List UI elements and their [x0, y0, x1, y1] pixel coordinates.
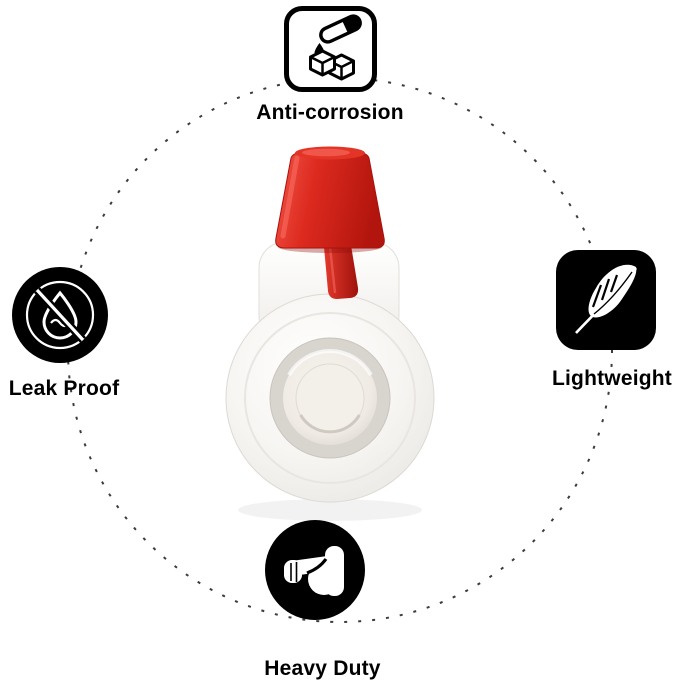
leak-proof-icon	[12, 267, 108, 363]
test-tube	[319, 14, 362, 44]
leak-proof-icon-art	[25, 280, 95, 350]
pvc-ball-valve-image	[225, 146, 435, 521]
heavy-duty-icon	[265, 520, 365, 620]
feather-cuts	[591, 274, 619, 308]
feature-label-anti-corrosion: Anti-corrosion	[256, 101, 404, 124]
corroded-cubes	[309, 49, 355, 81]
droplet	[42, 290, 78, 340]
heavy-duty-icon-art	[284, 546, 344, 596]
feature-label-leak-proof: Leak Proof	[8, 377, 120, 400]
lightweight-icon	[556, 250, 656, 350]
feature-label-lightweight: Lightweight	[551, 367, 672, 390]
anti-corrosion-icon-art	[309, 14, 362, 81]
anti-corrosion-icon	[284, 6, 377, 92]
feather-spine	[593, 271, 633, 315]
slash	[35, 288, 85, 342]
soft-shadow	[238, 499, 422, 521]
valve-port	[269, 337, 391, 459]
feature-label-heavy-duty: Heavy Duty	[264, 657, 381, 680]
lightweight-icon-art	[575, 264, 637, 334]
flexed-arm	[284, 546, 344, 596]
valve-handle	[275, 146, 385, 253]
